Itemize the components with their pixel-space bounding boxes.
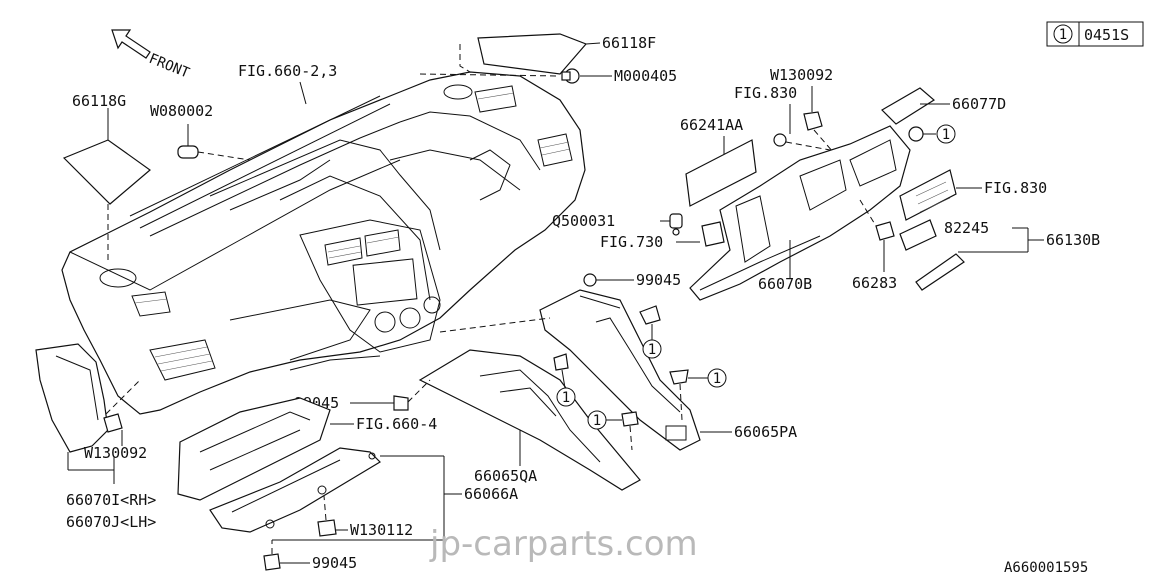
part-66065QA: 66065QA [418,349,641,491]
header-code-box: 1 0451S [1046,21,1144,47]
part-66077D: 66077D [881,87,1006,125]
part-M000405: M000405 [419,67,677,85]
part-trim-strip [915,251,1028,291]
callout-66070I: 66070I<RH> [66,491,156,509]
callout-fig730: FIG.730 [600,233,663,251]
front-label: FRONT [147,51,193,82]
screw-ref-1-e: 1 [0,0,8,4]
callout-W080002: W080002 [150,102,213,120]
front-arrow-icon: FRONT [111,29,193,82]
callout-66066A: 66066A [464,485,518,503]
part-82245: 82245 66130B [899,219,1100,252]
part-66118G: 66118G [62,92,151,260]
ref-circle-icon [707,368,727,388]
part-66070B: 66070B [689,125,911,301]
part-66283: 66283 [852,199,897,292]
screw-ref-1-c: 1 [553,353,576,407]
svg-text:1: 1 [648,342,656,358]
callout-82245: 82245 [944,219,989,237]
callout-fig830-top: FIG.830 [734,84,797,102]
header-ref-number: 1 [1059,27,1067,43]
part-66241AA: 66241AA [680,116,757,207]
callout-66077D: 66077D [952,95,1006,113]
part-Q500031: Q500031 [552,212,683,236]
part-99045-bottom: 99045 [263,540,357,572]
part-W130112: W130112 [317,495,413,539]
part-W080002: W080002 [150,102,251,161]
ref-circle-icon [642,339,662,359]
svg-text:1: 1 [593,413,601,429]
callout-66065PA: 66065PA [734,423,797,441]
callout-fig660-23: FIG.660-2,3 [238,62,337,80]
callout-W130092-left: W130092 [84,444,147,462]
ref-fig660-23: FIG.660-2,3 [238,62,337,105]
callout-M000405: M000405 [614,67,677,85]
ref-fig830-right: FIG.830 [899,169,1047,221]
screw-ref-1-top: 1 [908,124,956,144]
svg-text:1: 1 [713,371,721,387]
header-code: 0451S [1084,26,1129,44]
part-66118F: 66118F [459,33,656,75]
callout-66070J: 66070J<LH> [66,513,156,531]
ref-circle-icon [556,387,576,407]
part-99045-mid: 99045 [583,271,681,289]
ref-fig730: FIG.730 [600,221,725,251]
ref-circle-icon [936,124,956,144]
part-66066A: 66066A [209,447,518,541]
ref-fig660-4: FIG.660-4 [177,397,437,501]
callout-Q500031: Q500031 [552,212,615,230]
callout-66065QA: 66065QA [474,467,537,485]
svg-text:1: 1 [562,390,570,406]
instrument-panel [61,71,586,415]
callout-66070B: 66070B [758,275,812,293]
svg-text:1: 1 [942,127,950,143]
screw-ref-1-d: 1 [587,410,639,451]
ref-circle-icon [1053,24,1073,44]
callout-66241AA: 66241AA [680,116,743,134]
callout-99045-bottom: 99045 [312,554,357,572]
part-66070I-J: W130092 66070I<RH> 66070J<LH> [35,343,156,531]
screw-ref-1-a: 1 [639,305,662,359]
ref-fig830-top: FIG.830 [734,84,831,151]
part-66065PA: 66065PA [439,289,797,451]
callout-66130B: 66130B [1046,231,1100,249]
watermark: jp-carparts.com [429,524,698,564]
screw-ref-1-b: 1 [669,368,727,421]
callout-W130112: W130112 [350,521,413,539]
callout-fig830-right: FIG.830 [984,179,1047,197]
callout-66118F: 66118F [602,34,656,52]
drawing-id: A660001595 [1004,560,1088,576]
callout-fig660-4: FIG.660-4 [356,415,437,433]
callout-66283: 66283 [852,274,897,292]
callout-W130092-top: W130092 [770,66,833,84]
callout-66118G: 66118G [72,92,126,110]
callout-99045-mid: 99045 [636,271,681,289]
